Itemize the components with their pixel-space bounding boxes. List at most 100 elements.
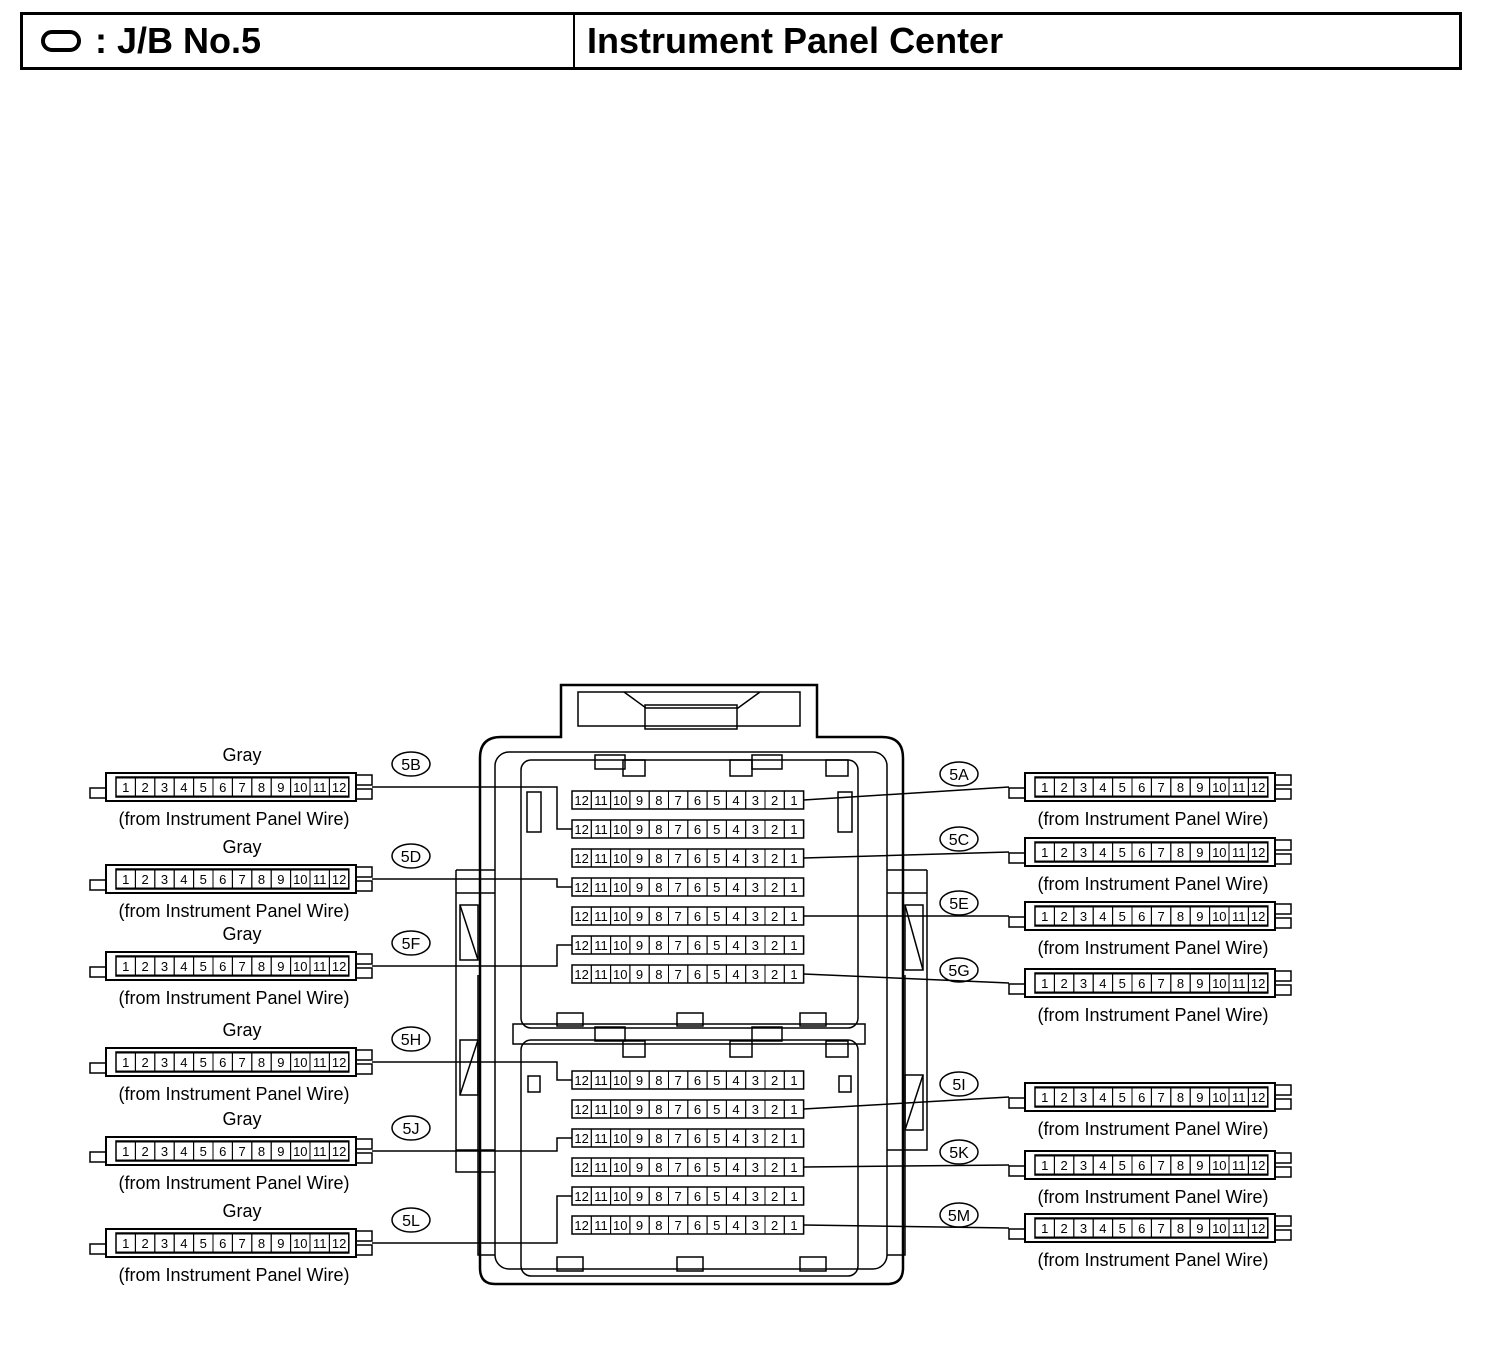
center-pin-label: 8 xyxy=(655,793,662,808)
connector-pin-label: 2 xyxy=(141,1144,148,1159)
center-pin-label: 5 xyxy=(713,1102,720,1117)
center-pin-label: 3 xyxy=(752,967,759,982)
connector-pin-label: 3 xyxy=(161,1144,168,1159)
jb-side-slot xyxy=(837,791,853,833)
center-pin-label: 12 xyxy=(574,1073,588,1088)
connector-pin-label: 11 xyxy=(1232,1158,1246,1173)
connector-pin-label: 6 xyxy=(219,780,226,795)
connector-pin-label: 8 xyxy=(258,1055,265,1070)
center-pin-label: 2 xyxy=(771,822,778,837)
connector-latch xyxy=(1274,774,1292,786)
connector-pin-label: 2 xyxy=(1060,845,1067,860)
connector-pin-label: 3 xyxy=(1080,909,1087,924)
center-pin-label: 3 xyxy=(752,793,759,808)
connector-id-label: 5A xyxy=(949,767,969,784)
connector-pin-label: 5 xyxy=(200,1236,207,1251)
center-pin-label: 9 xyxy=(636,822,643,837)
center-pin-label: 4 xyxy=(732,1218,739,1233)
center-pin-label: 2 xyxy=(771,1073,778,1088)
jb-side-slot xyxy=(838,1075,852,1093)
connector-pin-label: 10 xyxy=(1212,845,1226,860)
center-pin-label: 11 xyxy=(594,1189,608,1204)
connector-id-badge xyxy=(391,1207,431,1233)
jb-notch xyxy=(676,1256,704,1272)
jb-notch xyxy=(556,1012,584,1027)
center-pin-label: 11 xyxy=(594,851,608,866)
connector-id-badge xyxy=(939,957,979,983)
jb-notch xyxy=(729,759,753,777)
connector-latch xyxy=(1274,1084,1292,1096)
connector-source-label: (from Instrument Panel Wire) xyxy=(118,1173,349,1193)
connector-latch xyxy=(89,1062,107,1074)
center-pin-label: 4 xyxy=(732,909,739,924)
center-pin-label: 1 xyxy=(790,1218,797,1233)
connector-pin-cell xyxy=(328,1141,350,1161)
center-pin-label: 5 xyxy=(713,1131,720,1146)
center-pin-label: 8 xyxy=(655,1189,662,1204)
connector-pin-label: 12 xyxy=(332,872,346,887)
connector-pin-label: 12 xyxy=(332,780,346,795)
center-pin-label: 3 xyxy=(752,909,759,924)
connector-pin-label: 11 xyxy=(1232,780,1246,795)
connector-pin-label: 10 xyxy=(293,1236,307,1251)
connector-source-label: (from Instrument Panel Wire) xyxy=(1037,938,1268,958)
connector-source-label: (from Instrument Panel Wire) xyxy=(1037,1250,1268,1270)
connector-pin-label: 4 xyxy=(1099,1090,1106,1105)
center-pin-label: 4 xyxy=(732,1102,739,1117)
center-pin-label: 2 xyxy=(771,938,778,953)
connector-pin-label: 2 xyxy=(141,872,148,887)
center-pin-cell xyxy=(783,1070,805,1090)
connector-pin-label: 4 xyxy=(180,1144,187,1159)
connector-pin-label: 5 xyxy=(1119,909,1126,924)
connector-pin-label: 6 xyxy=(219,1236,226,1251)
jb-upper-cavity xyxy=(520,759,859,1029)
connector-latch xyxy=(89,1151,107,1163)
connector-pin-label: 9 xyxy=(277,959,284,974)
connector-pin-label: 8 xyxy=(258,1144,265,1159)
connector-pin-label: 7 xyxy=(238,1236,245,1251)
center-pin-label: 5 xyxy=(713,851,720,866)
center-pin-label: 9 xyxy=(636,938,643,953)
connector-pin-label: 4 xyxy=(180,1055,187,1070)
connector-pin-label: 11 xyxy=(313,780,327,795)
center-pin-label: 12 xyxy=(574,938,588,953)
connector-pin-label: 12 xyxy=(332,1236,346,1251)
center-pin-label: 7 xyxy=(675,1102,682,1117)
connector-pin-label: 3 xyxy=(161,872,168,887)
center-pin-label: 8 xyxy=(655,880,662,895)
connector-pin-label: 1 xyxy=(1041,1090,1048,1105)
connector-pin-label: 10 xyxy=(293,780,307,795)
connector-pin-label: 6 xyxy=(219,1055,226,1070)
connector-leader-line xyxy=(803,1224,1010,1229)
center-pin-label: 1 xyxy=(790,793,797,808)
center-pin-label: 5 xyxy=(713,1160,720,1175)
connector-id-label: 5E xyxy=(949,896,969,913)
center-pin-label: 9 xyxy=(636,967,643,982)
connector-latch xyxy=(1008,983,1026,995)
connector-pin-label: 10 xyxy=(293,1144,307,1159)
connector-pin-label: 12 xyxy=(332,1144,346,1159)
jb-side-slot xyxy=(526,791,542,833)
center-pin-label: 6 xyxy=(694,880,701,895)
connector-pin-label: 2 xyxy=(1060,1090,1067,1105)
center-pin-cell xyxy=(783,819,805,839)
center-pin-label: 3 xyxy=(752,1160,759,1175)
center-pin-label: 10 xyxy=(613,909,627,924)
connector-pin-label: 8 xyxy=(258,872,265,887)
connector-pin-label: 2 xyxy=(1060,976,1067,991)
connector-housing xyxy=(1024,968,1276,998)
location-label: Instrument Panel Center xyxy=(587,20,1004,61)
center-pin-label: 10 xyxy=(613,1102,627,1117)
center-pin-label: 8 xyxy=(655,851,662,866)
center-pin-label: 6 xyxy=(694,1160,701,1175)
center-pin-label: 7 xyxy=(675,967,682,982)
connector-pin-label: 12 xyxy=(1251,909,1265,924)
connector-latch xyxy=(1274,1229,1292,1241)
